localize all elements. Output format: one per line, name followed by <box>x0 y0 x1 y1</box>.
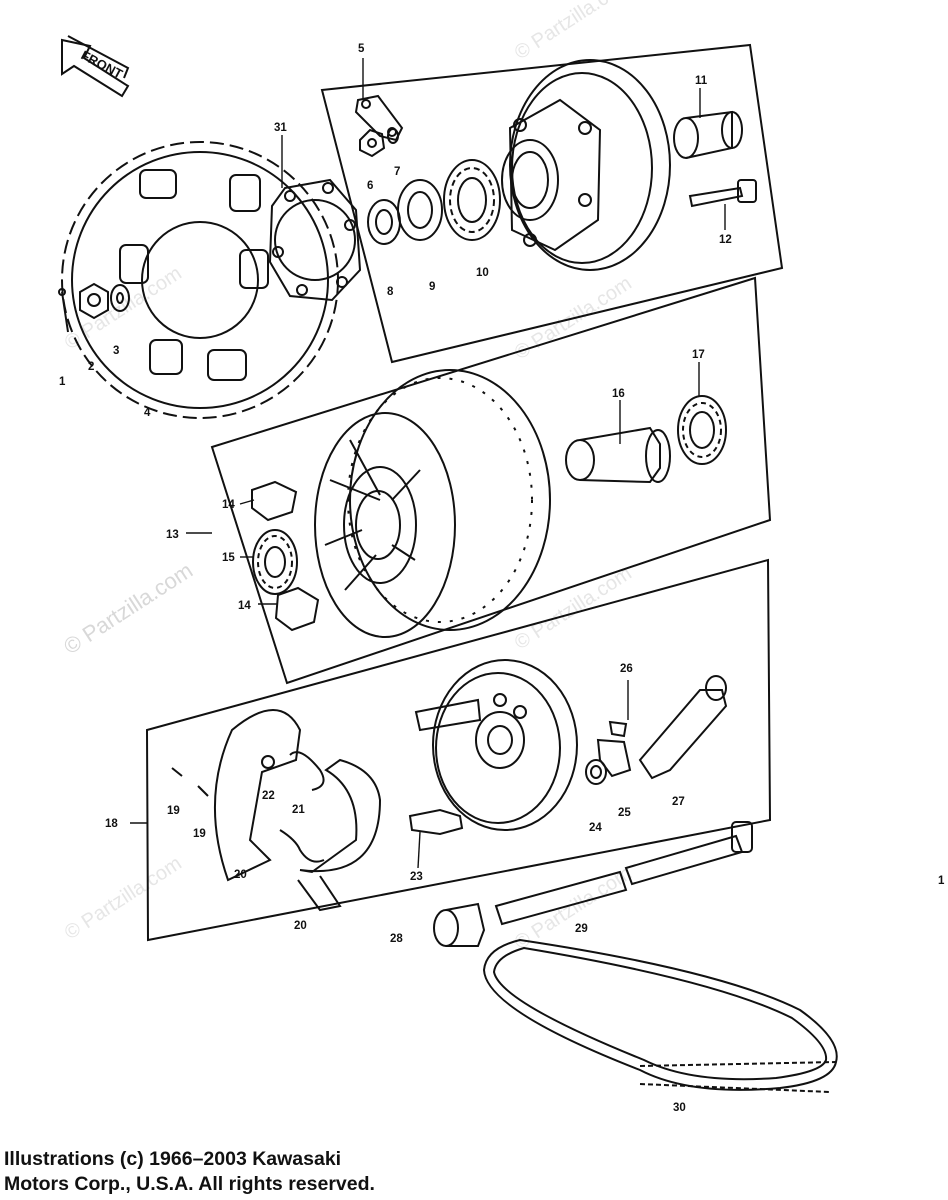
callout-29: 29 <box>575 923 588 935</box>
callout-3: 3 <box>113 345 119 357</box>
hub-panel-outline <box>320 43 784 364</box>
callout-1: 1 <box>59 376 66 388</box>
rear-axle <box>433 821 753 947</box>
callout-19: 19 <box>193 828 206 840</box>
callout-26: 26 <box>620 663 633 675</box>
callout-10: 10 <box>476 267 489 279</box>
brake-panel-outline <box>145 558 772 942</box>
callout-21: 21 <box>292 804 305 816</box>
callout-9: 9 <box>429 281 435 293</box>
callout-16: 16 <box>612 388 625 400</box>
callout-22: 22 <box>262 790 275 802</box>
sprocket-coupling <box>268 178 362 302</box>
callout-30: 30 <box>673 1102 686 1114</box>
callout-15: 15 <box>222 552 235 564</box>
callout-11: 11 <box>695 75 708 87</box>
callout-14: 14 <box>222 499 235 511</box>
page-marker: 1 <box>938 875 945 887</box>
callout-8: 8 <box>387 286 394 298</box>
watermark-main: © Partzilla.com <box>59 557 197 659</box>
callout-20: 20 <box>294 920 307 932</box>
callout-5: 5 <box>358 43 365 55</box>
copyright-line-1: Illustrations (c) 1966–2003 Kawasaki <box>4 1148 342 1170</box>
callout-12: 12 <box>719 234 732 246</box>
rear-sprocket <box>61 141 339 419</box>
sprocket-fasteners <box>58 282 130 333</box>
callout-6: 6 <box>367 180 373 192</box>
callout-28: 28 <box>390 933 403 945</box>
callout-4: 4 <box>144 407 151 419</box>
callout-13: 13 <box>166 529 179 541</box>
callout-14: 14 <box>238 600 251 612</box>
callout-18: 18 <box>105 818 118 830</box>
drive-chain <box>482 938 838 1093</box>
callout-31: 31 <box>274 122 287 134</box>
front-label: FRONT <box>79 47 126 81</box>
rear-wheel <box>251 369 727 638</box>
callout-labels: 1 2 3 4 5 6 7 8 9 10 11 12 13 14 14 15 1… <box>59 43 945 1114</box>
copyright-line-2: Motors Corp., U.S.A. All rights reserved… <box>4 1173 375 1195</box>
brake-assembly <box>171 659 728 912</box>
callout-2: 2 <box>88 361 94 373</box>
callout-19: 19 <box>167 805 180 817</box>
sprocket-hub-parts <box>354 59 757 271</box>
watermark-faint: © Partzilla.com <box>511 0 636 64</box>
callout-24: 24 <box>589 822 602 834</box>
callout-27: 27 <box>672 796 685 808</box>
watermark-faint: © Partzilla.com <box>511 562 636 654</box>
callout-17: 17 <box>692 349 705 361</box>
callout-23: 23 <box>410 871 423 883</box>
front-arrow-icon: FRONT <box>61 35 130 98</box>
callout-7: 7 <box>394 166 400 178</box>
watermark-faint: © Partzilla.com <box>61 852 186 944</box>
callout-20: 20 <box>234 869 247 881</box>
watermark-faint: © Partzilla.com <box>511 862 636 954</box>
callout-25: 25 <box>618 807 631 819</box>
panel-outlines <box>145 43 784 942</box>
leader-lines <box>130 58 726 869</box>
